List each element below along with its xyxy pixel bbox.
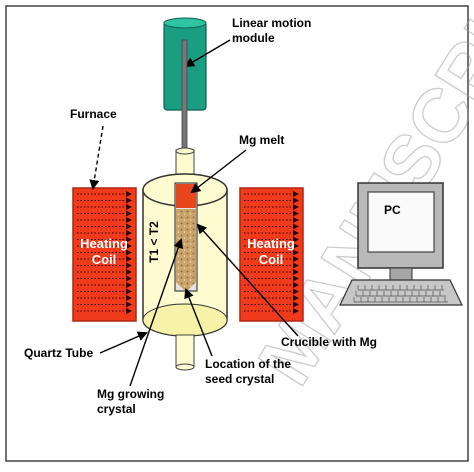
quartz-tube-label: Quartz Tube: [24, 346, 93, 360]
crucible: [174, 182, 198, 292]
crucible-label: Crucible with Mg: [281, 335, 377, 349]
heating-coil-left-label-2: Coil: [92, 252, 117, 267]
crucible-arrow: [196, 223, 299, 337]
heating-coil-right-label-2: Coil: [259, 252, 284, 267]
furnace-label: Furnace: [70, 107, 117, 121]
mg-growing-crystal-region: [176, 209, 196, 291]
pc-keyboard: [339, 279, 463, 306]
mg-growing-label-2: crystal: [97, 402, 136, 416]
linear-motion-module-top: [163, 17, 207, 29]
mg-melt-arrow: [190, 149, 247, 194]
linear-motion-label: Linear motion: [232, 16, 311, 30]
heating-coil-left: Heating Coil: [72, 187, 137, 322]
pc-computer-icon: PC: [339, 182, 463, 306]
seed-location-label: Location of the: [205, 357, 291, 371]
seed-location-arrow: [184, 288, 213, 357]
mg-melt-region: [176, 184, 196, 208]
mg-growing-label: Mg growing: [97, 387, 164, 401]
quartz-tube-stub-bottom: [175, 334, 195, 368]
linear-motion-arrow: [184, 39, 231, 68]
heating-coil-right: Heating Coil: [239, 187, 304, 322]
quartz-tube-arrow: [99, 331, 148, 354]
mg-growing-arrow: [129, 238, 184, 387]
seed-location-label-2: seed crystal: [205, 372, 274, 386]
mg-melt-label: Mg melt: [239, 133, 284, 147]
linear-motion-label-2: module: [232, 31, 275, 45]
heating-coil-left-label: Heating: [80, 236, 128, 251]
pc-stand: [389, 267, 413, 281]
furnace-arrow: [89, 125, 104, 190]
heating-coil-right-label: Heating: [247, 236, 295, 251]
pc-label: PC: [384, 203, 401, 217]
temperature-relation-label: T1 < T2: [147, 221, 161, 263]
pc-screen: [367, 191, 435, 253]
